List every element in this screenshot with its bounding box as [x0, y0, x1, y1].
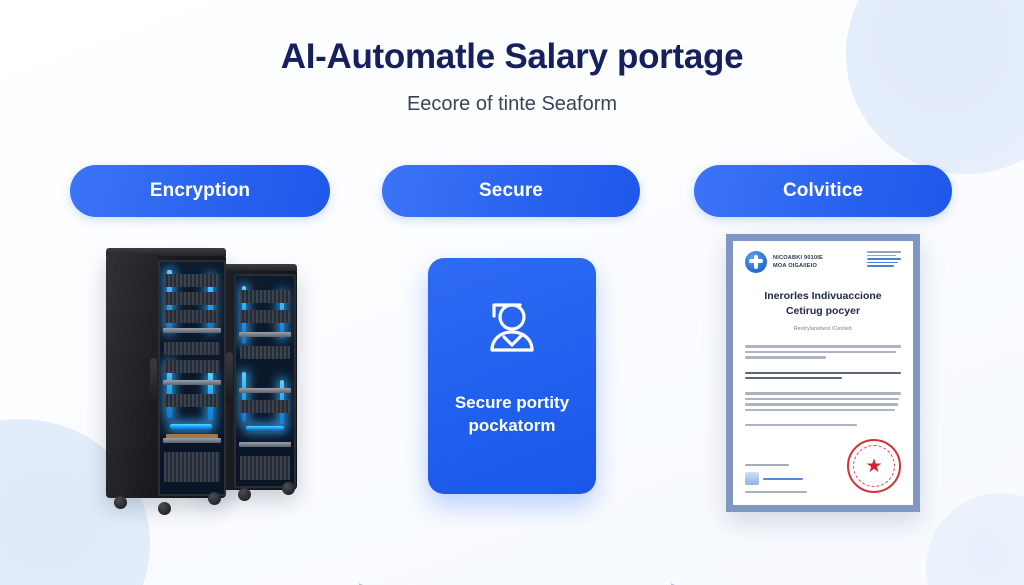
step-pill-label: Secure: [479, 180, 543, 201]
server-racks-illustration: [96, 240, 311, 525]
led-strip: [246, 426, 284, 430]
certificate-title-line-2: Cetirug pocyer: [785, 305, 861, 318]
text-line: [745, 423, 858, 427]
rack-caster: [208, 492, 221, 505]
user-check-icon: [490, 303, 534, 352]
rack-door-handle: [150, 358, 157, 410]
rack-shelf: [163, 438, 221, 443]
rack-caster: [238, 488, 251, 501]
rack-unit: [164, 342, 220, 355]
rack-accent-bar: [166, 434, 218, 438]
card-caption: Secure portity pockatorm: [454, 393, 570, 435]
steps-visuals-row: Secure portity pockatorm NICOABKI 9010IE: [0, 228, 1024, 585]
rack-caster: [282, 482, 295, 495]
certificate-footer: ★: [745, 439, 901, 493]
server-rack-back-glass-door: [234, 274, 296, 488]
header: AI-Automatle Salary portage Eecore of ti…: [0, 37, 1024, 116]
certificate-seal-icon: ★: [847, 439, 901, 493]
certificate-org-line-2: MOA OIGAIIEIO: [773, 263, 818, 269]
rack-unit: [240, 400, 290, 413]
certificate-emblem-icon: [745, 251, 767, 273]
arrow-right-icon: [671, 583, 675, 585]
meta-line: [867, 251, 901, 253]
certificate-header: NICOABKI 9010IE MOA OIGAIIEIO: [745, 251, 901, 273]
text-line: [745, 371, 901, 374]
page-title: AI-Automatle Salary portage: [280, 37, 744, 76]
certificate-subtitle: Reotrylanehest ICenlleb: [794, 326, 852, 333]
rack-unit: [164, 310, 220, 323]
text-line: [745, 408, 895, 411]
certificate-org-name: NICOABKI 9010IE MOA OIGAIIEIO: [773, 254, 823, 271]
rack-unit: [164, 452, 220, 482]
rack-shelf: [239, 442, 291, 447]
meta-line: [867, 254, 897, 257]
step-pill-secure[interactable]: Secure: [382, 165, 640, 217]
text-line: [745, 392, 901, 395]
secure-platform-card[interactable]: Secure portity pockatorm: [428, 258, 596, 494]
certificate-signature-block: [745, 464, 823, 493]
certificate-org-line-1: NICOABKI 9010IE: [773, 254, 823, 261]
meta-line: [867, 261, 899, 264]
page-subtitle: Eecore of tinte Seaform: [406, 92, 618, 115]
step-pill-colvitice[interactable]: Colvitice: [694, 165, 952, 217]
rack-caster: [158, 502, 171, 515]
signature-row: [745, 472, 823, 486]
step-pill-label: Encryption: [149, 180, 251, 201]
signature-footnote-line: [745, 491, 807, 493]
certificate-body-text: [745, 345, 901, 427]
rack-unit: [164, 292, 220, 305]
text-line: [745, 403, 898, 406]
rack-unit: [240, 346, 290, 359]
rack-door-handle: [226, 352, 233, 404]
server-rack-front-glass-door: [158, 260, 226, 496]
text-line: [745, 377, 842, 380]
server-rack-back-top: [201, 264, 297, 271]
rack-unit: [164, 394, 220, 407]
rack-shelf: [163, 380, 221, 385]
led-strip: [167, 362, 172, 418]
seal-star-glyph: ★: [865, 455, 883, 477]
rack-unit: [240, 310, 290, 323]
certificate-title-line-1: Inerorles Indivuaccione: [764, 290, 882, 302]
rack-unit: [164, 274, 220, 287]
rack-shelf: [163, 328, 221, 333]
certificate-meta-lines: [867, 251, 901, 267]
led-strip: [242, 372, 246, 422]
meta-line: [867, 258, 901, 260]
rack-unit: [240, 456, 290, 480]
rack-unit: [240, 290, 290, 303]
step-pill-encryption[interactable]: Encryption: [70, 165, 330, 217]
signature-name-line: [763, 477, 803, 480]
signature-stamp-icon: [745, 472, 759, 486]
led-strip: [170, 424, 212, 429]
text-line: [745, 356, 827, 359]
meta-line: [867, 265, 894, 267]
signature-label: [745, 464, 789, 467]
rack-caster: [114, 496, 127, 509]
rack-shelf: [239, 332, 291, 337]
step-labels-row: Encryption Secure Colvitice: [0, 165, 1024, 217]
rack-unit: [164, 360, 220, 373]
text-line: [745, 345, 901, 348]
certificate-title: Inerorles Indivuaccione Cetirug pocyer: [745, 289, 901, 319]
rack-shelf: [239, 388, 291, 393]
certificate-logo-group: NICOABKI 9010IE MOA OIGAIIEIO: [745, 251, 823, 273]
text-line: [745, 397, 900, 401]
certificate-document: NICOABKI 9010IE MOA OIGAIIEIO Inerorles …: [726, 234, 920, 512]
server-rack-front-top: [106, 248, 226, 256]
arrow-right-icon: [359, 583, 363, 585]
text-line: [745, 350, 897, 354]
step-pill-label: Colvitice: [782, 180, 864, 201]
